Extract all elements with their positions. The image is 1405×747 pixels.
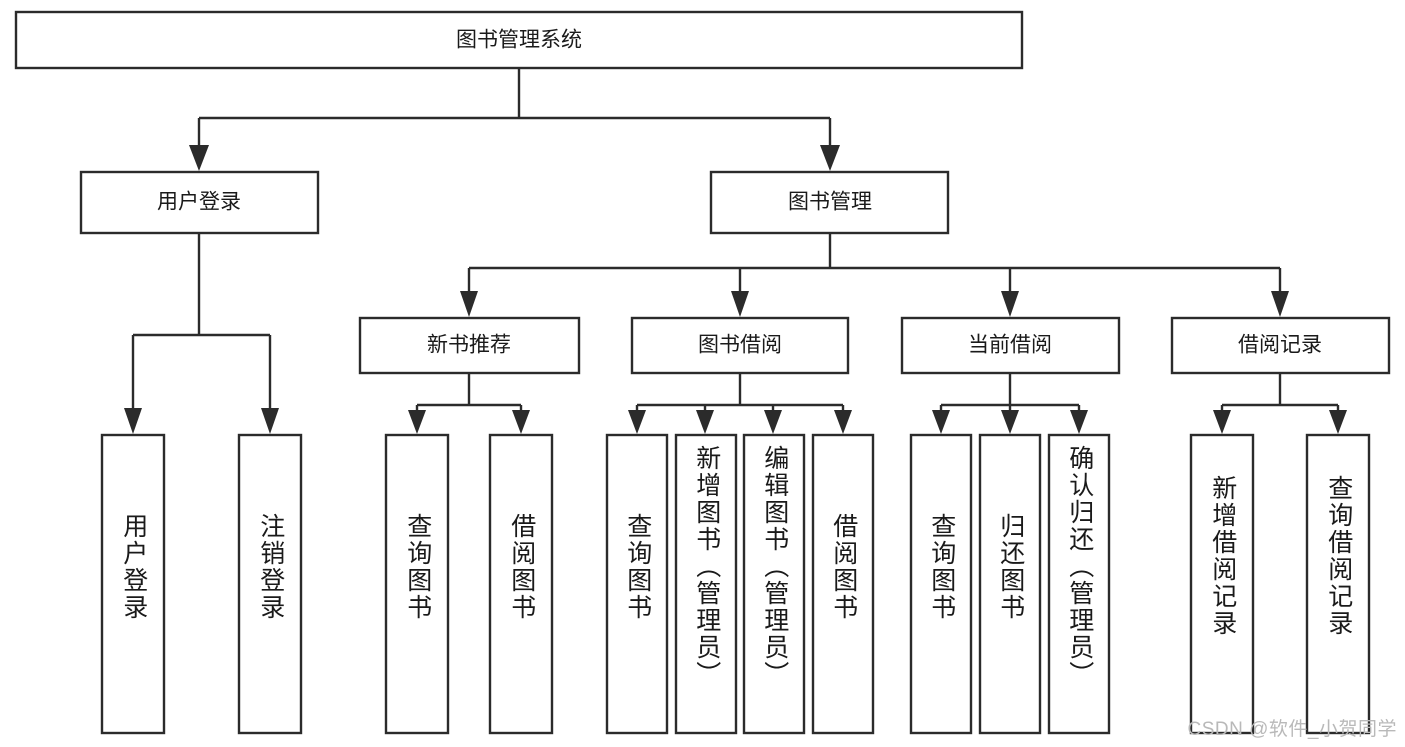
node-new-book-recommend-box[interactable] <box>358 316 581 375</box>
watermark-text: CSDN @软件_小贺同学 <box>1187 719 1397 740</box>
arrow-newbook-leaf-1 <box>408 410 426 434</box>
node-borrow-record[interactable]: 借阅记录 <box>1170 316 1391 375</box>
leaf-box-query-book-3[interactable] <box>909 433 973 735</box>
arrow-current-leaf-1 <box>932 410 950 434</box>
leaf-box-logout[interactable] <box>237 433 303 735</box>
node-new-book-recommend-label: 新书推荐 <box>427 334 511 357</box>
node-user-login-label: 用户登录 <box>157 191 241 214</box>
leaf-box-query-book-1[interactable] <box>384 433 450 735</box>
node-book-borrow[interactable]: 图书借阅 <box>630 316 850 375</box>
node-book-borrow-box[interactable] <box>630 316 850 375</box>
node-borrow-record-label: 借阅记录 <box>1238 334 1322 357</box>
leaf-box-user-login[interactable] <box>100 433 166 735</box>
arrow-to-user-login <box>189 145 209 171</box>
arrow-to-leaf-user-login <box>124 408 142 434</box>
leaf-box-query-record[interactable] <box>1305 433 1371 735</box>
leaf-box-return-book[interactable] <box>978 433 1042 735</box>
arrow-borrow-leaf-1 <box>628 410 646 434</box>
leaf-box-query-book-2[interactable] <box>605 433 669 735</box>
leaf-box-edit-book-admin[interactable] <box>742 433 806 735</box>
node-root[interactable]: 图书管理系统 <box>14 10 1024 70</box>
node-user-login-box[interactable] <box>79 170 320 235</box>
arrow-current-leaf-2 <box>1001 410 1019 434</box>
leaf-box-add-book-admin[interactable] <box>674 433 738 735</box>
node-borrow-record-box[interactable] <box>1170 316 1391 375</box>
arrow-newbook-leaf-2 <box>512 410 530 434</box>
arrow-to-borrow <box>731 291 749 317</box>
node-book-manage-box[interactable] <box>709 170 950 235</box>
arrow-borrow-leaf-4 <box>834 410 852 434</box>
node-new-book-recommend[interactable]: 新书推荐 <box>358 316 581 375</box>
arrow-record-leaf-1 <box>1213 410 1231 434</box>
connector-group <box>124 68 1347 434</box>
arrow-to-new-book <box>460 291 478 317</box>
arrow-to-record <box>1271 291 1289 317</box>
arrow-to-book-manage <box>820 145 840 171</box>
arrow-borrow-leaf-2 <box>696 410 714 434</box>
node-book-manage-label: 图书管理 <box>788 191 872 214</box>
node-root-label: 图书管理系统 <box>456 29 582 52</box>
node-current-borrow[interactable]: 当前借阅 <box>900 316 1121 375</box>
node-book-borrow-label: 图书借阅 <box>698 334 782 357</box>
leaf-box-borrow-book-1[interactable] <box>488 433 554 735</box>
node-current-borrow-box[interactable] <box>900 316 1121 375</box>
leaf-box-add-record[interactable] <box>1189 433 1255 735</box>
node-book-manage[interactable]: 图书管理 <box>709 170 950 235</box>
arrow-current-leaf-3 <box>1070 410 1088 434</box>
leaf-box-group <box>100 433 1371 735</box>
arrow-record-leaf-2 <box>1329 410 1347 434</box>
node-current-borrow-label: 当前借阅 <box>968 334 1052 357</box>
arrow-borrow-leaf-3 <box>764 410 782 434</box>
node-root-box[interactable] <box>14 10 1024 70</box>
leaf-box-confirm-return-admin[interactable] <box>1047 433 1111 735</box>
leaf-box-borrow-book-2[interactable] <box>811 433 875 735</box>
arrow-to-current <box>1001 291 1019 317</box>
node-user-login[interactable]: 用户登录 <box>79 170 320 235</box>
arrow-to-leaf-logout <box>261 408 279 434</box>
